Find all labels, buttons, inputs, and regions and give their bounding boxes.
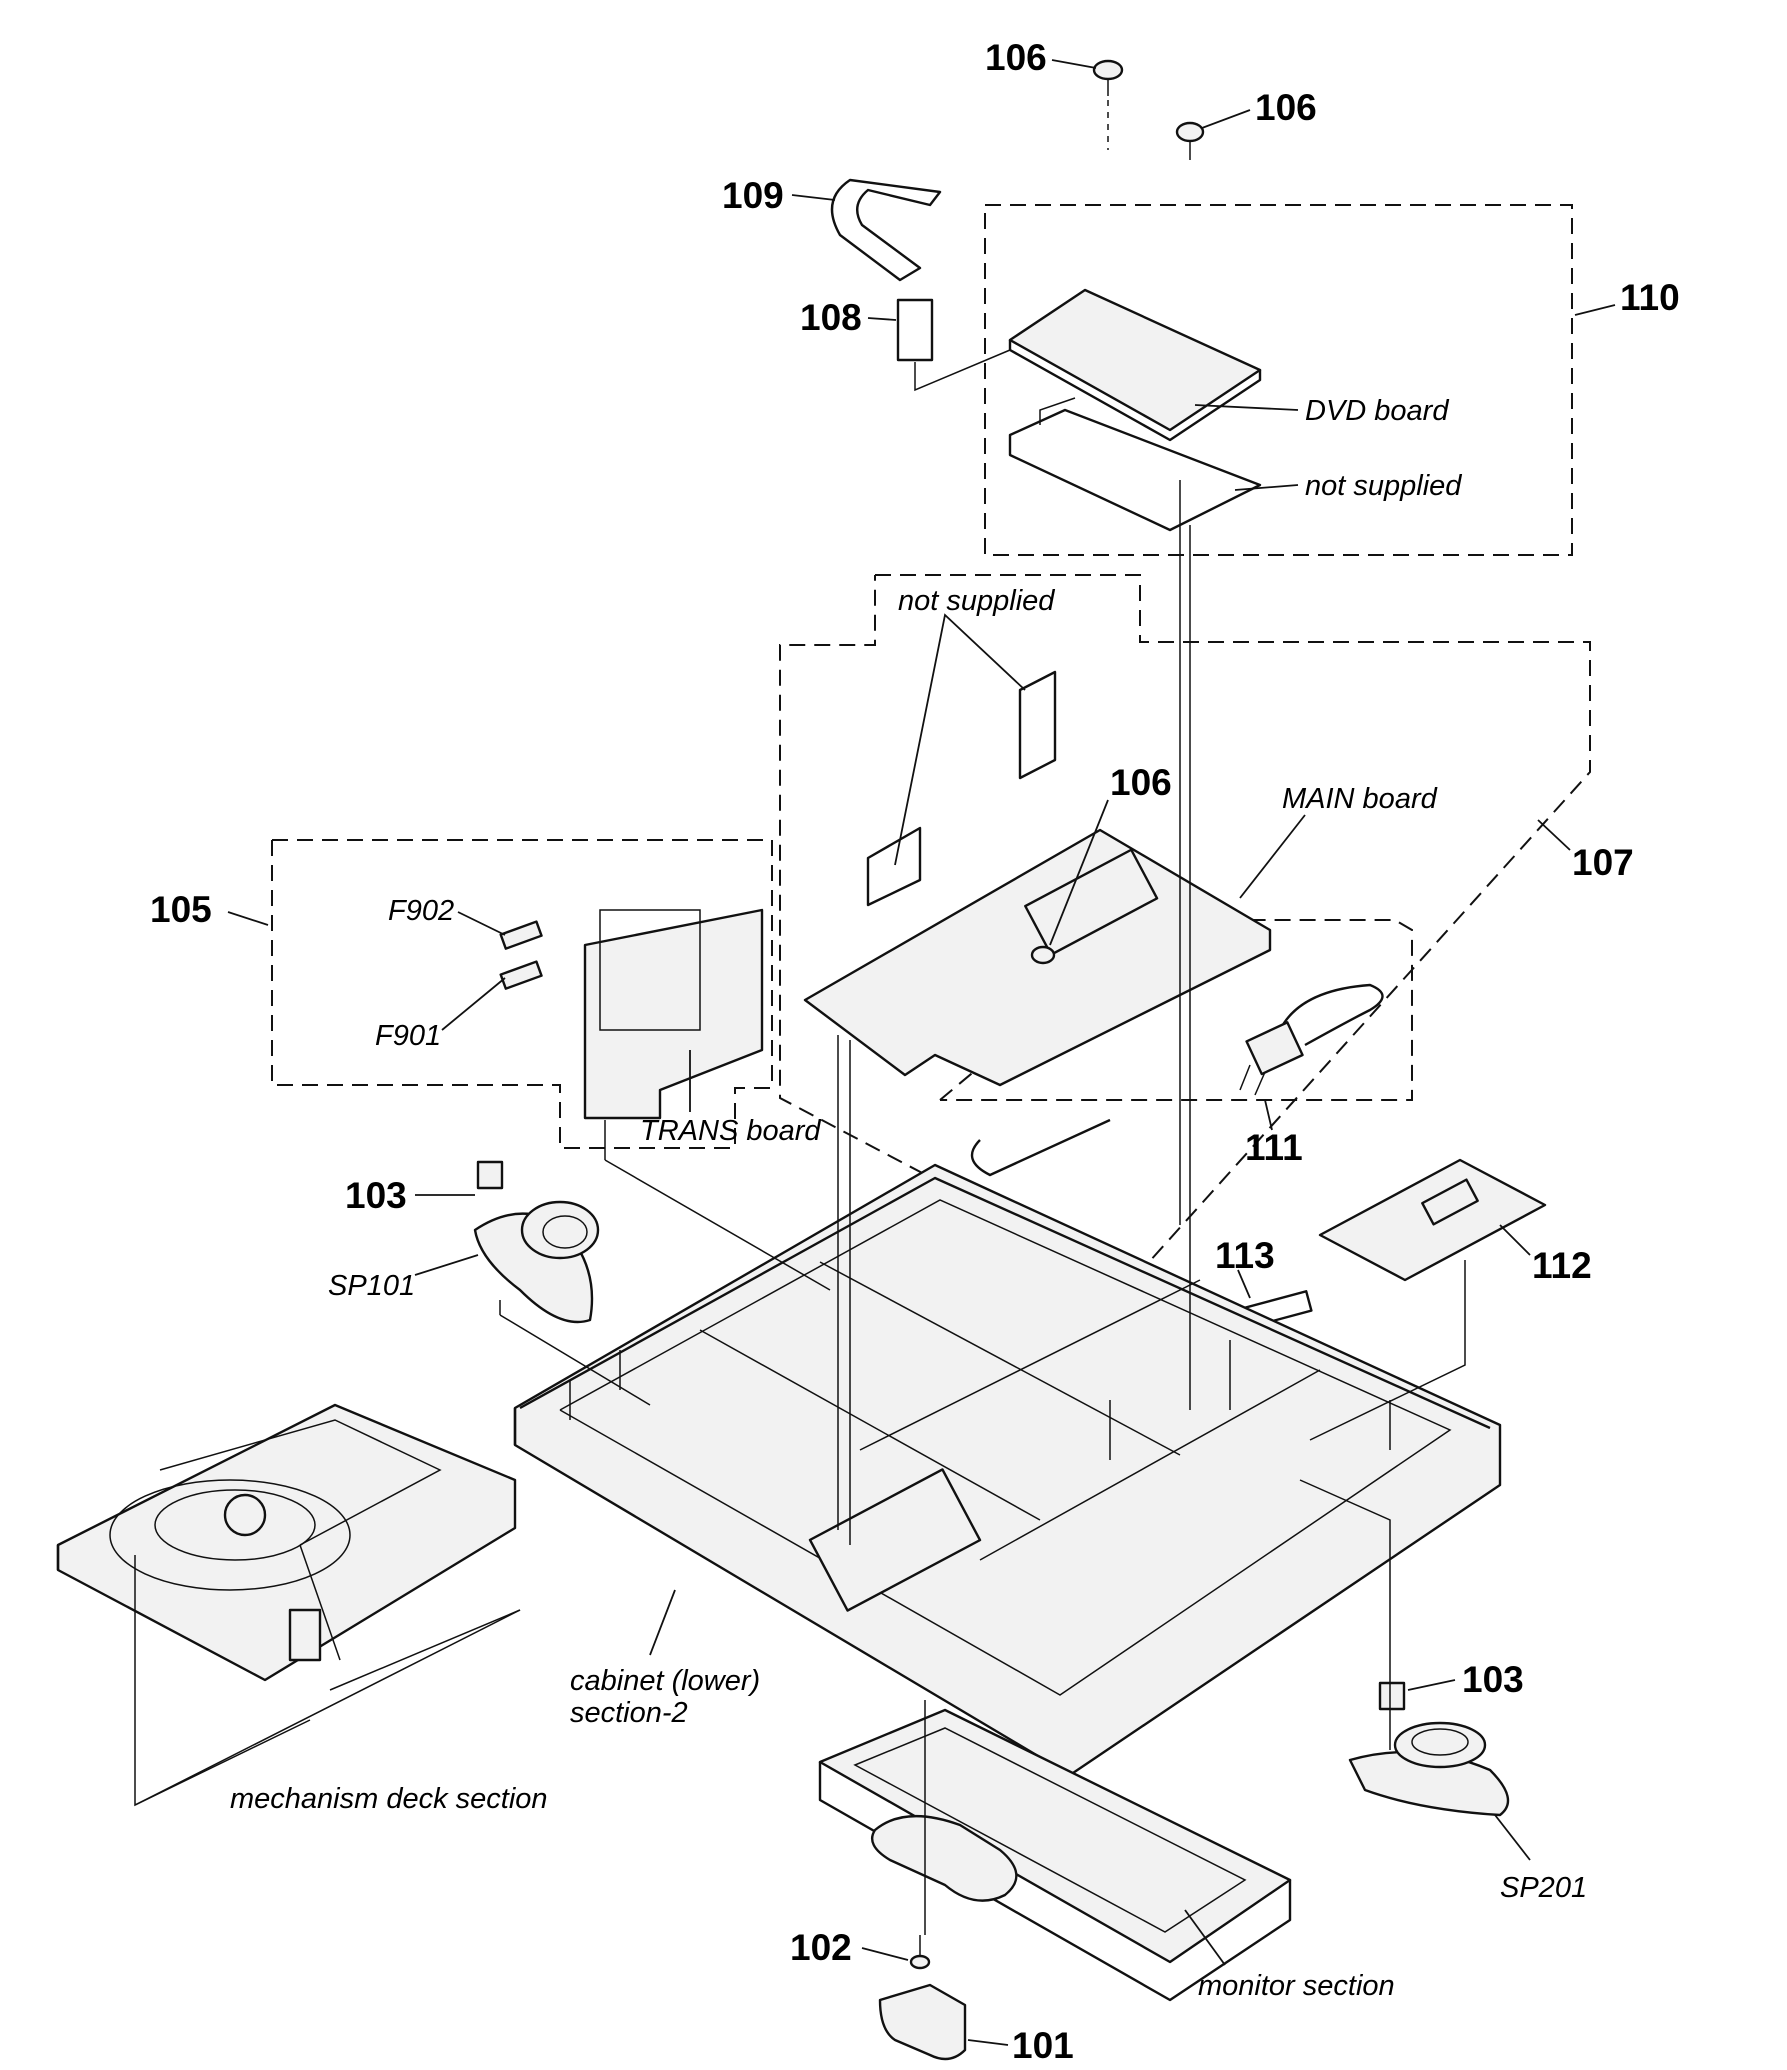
part-number-106-main: 106: [1110, 762, 1172, 803]
dvd-bracket-edge: [1039, 397, 1076, 425]
label-sp201: SP201: [1500, 1872, 1587, 1904]
board-112-connector: [1421, 1178, 1479, 1226]
cabinet-lower: [513, 1163, 1502, 1777]
leader-cabinet: [649, 1589, 676, 1656]
leader-102: [861, 1947, 909, 1961]
dvd-board-edge: [1008, 340, 1262, 442]
part-number-109: 109: [722, 175, 784, 216]
main-board-box: [1024, 848, 1159, 956]
leader-107: [1537, 819, 1571, 851]
leader-109: [791, 194, 836, 201]
leader-dvd-board: [1194, 404, 1299, 411]
label-not-supplied-mid: not supplied: [898, 585, 1055, 617]
flat-cable-109: [830, 178, 942, 282]
leader-not-supplied-mid: [894, 613, 1026, 866]
screw-106-top-right: [1175, 121, 1205, 160]
part-number-103-right: 103: [1462, 1659, 1524, 1700]
leader-103b: [1407, 1679, 1456, 1691]
label-sp101: SP101: [328, 1270, 415, 1302]
label-cabinet-line1: cabinet (lower): [570, 1665, 760, 1697]
label-f902: F902: [388, 895, 454, 927]
label-f901: F901: [375, 1020, 441, 1052]
leader-not-supplied-top: [1234, 484, 1299, 491]
mechanism-deck: [56, 1403, 517, 1682]
screw-102: [909, 1935, 931, 1970]
label-dvd-board: DVD board: [1305, 395, 1449, 427]
trans-board: [583, 908, 764, 1120]
leader-sp201: [1494, 1814, 1531, 1861]
flat-cable-108: [896, 298, 934, 362]
guide-line: [134, 1609, 521, 1806]
leader-f902: [457, 911, 506, 936]
part-number-107: 107: [1572, 842, 1634, 883]
leader-108: [867, 317, 897, 321]
part-number-103-left: 103: [345, 1175, 407, 1216]
part-number-102: 102: [790, 1927, 852, 1968]
trans-transformer: [599, 909, 701, 1031]
clip-103-left: [476, 1160, 504, 1190]
speaker-sp201: [1348, 1721, 1510, 1817]
dvd-board: [1008, 288, 1262, 432]
fuse-f901: [499, 960, 543, 990]
part-number-101: 101: [1012, 2025, 1074, 2066]
label-not-supplied-top: not supplied: [1305, 470, 1462, 502]
leader-monitor: [1184, 1909, 1226, 1966]
guide-line: [1299, 1479, 1391, 1750]
clip-103-right: [1378, 1681, 1406, 1711]
part-number-106-top-right: 106: [1255, 87, 1317, 128]
monitor-section: [818, 1708, 1292, 2002]
guide-line: [329, 1609, 521, 1691]
part-number-113: 113: [1215, 1235, 1275, 1276]
cover-101: [878, 1983, 967, 2061]
power-cord-lower: [970, 1118, 1111, 1177]
guide-line: [499, 1314, 651, 1406]
guide-line: [604, 1159, 831, 1291]
speaker-sp101: [473, 1200, 600, 1324]
group-outline-105: [271, 839, 773, 1149]
leader-main-board: [1239, 814, 1306, 899]
part-number-112: 112: [1532, 1245, 1592, 1286]
leader-f901: [441, 977, 506, 1031]
label-trans-board: TRANS board: [640, 1115, 821, 1147]
group-outline-110: [984, 204, 1573, 556]
label-cabinet-line2: section-2: [570, 1697, 688, 1729]
fuse-f902: [499, 920, 543, 950]
leader-105: [227, 911, 269, 926]
leader-106c: [1049, 799, 1109, 946]
leader-101: [967, 2039, 1009, 2046]
leader-112: [1499, 1224, 1531, 1256]
leader-108-link: [914, 349, 1011, 392]
power-cord-111: [1278, 983, 1384, 1047]
label-monitor-section: monitor section: [1198, 1970, 1395, 2002]
part-number-110: 110: [1620, 277, 1680, 318]
leader-111: [1264, 1099, 1273, 1131]
label-mechanism-deck: mechanism deck section: [230, 1783, 548, 1815]
part-number-111: 111: [1245, 1127, 1303, 1168]
leader-113: [1237, 1269, 1251, 1299]
guide-line: [1309, 1260, 1466, 1441]
dvd-bracket-not-supplied: [1008, 408, 1262, 532]
label-main-board: MAIN board: [1282, 783, 1438, 815]
screw-106-main: [1030, 945, 1056, 965]
part-number-108: 108: [800, 297, 862, 338]
part-number-106-top-left: 106: [985, 37, 1047, 78]
not-supplied-plate-right: [1018, 670, 1057, 780]
leader-110: [1574, 304, 1616, 316]
not-supplied-plate-left: [866, 826, 922, 907]
part-number-105: 105: [150, 889, 212, 930]
leader-106a: [1051, 59, 1097, 69]
screw-106-top-left: [1092, 59, 1124, 96]
group-outline-107: [779, 574, 1591, 1273]
leader-sp101: [414, 1254, 479, 1276]
power-plug: [1245, 1021, 1304, 1076]
leader-106b: [1201, 109, 1251, 129]
